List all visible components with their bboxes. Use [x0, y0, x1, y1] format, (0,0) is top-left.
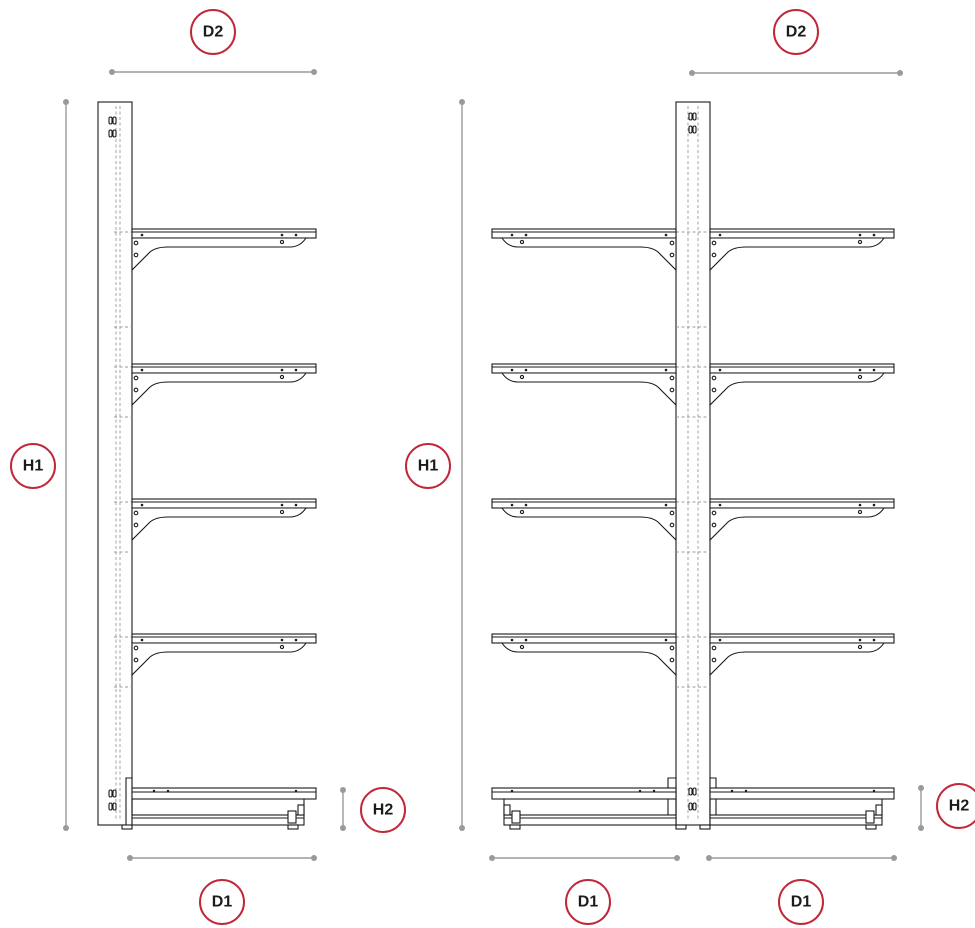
dimension-badge — [405, 443, 451, 489]
upright-hidden-joints — [676, 231, 710, 688]
dimension-badge — [565, 879, 611, 925]
shelf-left — [491, 228, 677, 272]
double-sided-unit: H1 D2 H2 D1 D1 — [405, 9, 975, 925]
upright-slots — [108, 116, 117, 811]
shelf-left — [491, 363, 677, 407]
shelf — [131, 363, 317, 407]
upright-column — [97, 101, 133, 826]
dimension-label-h2: H2 — [949, 798, 970, 815]
dimension-label-h2: H2 — [373, 802, 394, 819]
shelf-right — [709, 498, 895, 542]
upright-slots — [688, 112, 697, 811]
dimension-label-d1-left: D1 — [578, 894, 599, 911]
dimension-label-d2: D2 — [203, 24, 224, 41]
dimension-h1: H1 — [405, 99, 465, 831]
dimension-badge — [199, 879, 245, 925]
dimension-label-h1: H1 — [418, 458, 439, 475]
dimension-d1-right: D1 — [706, 855, 897, 925]
shelf-left — [491, 498, 677, 542]
dimension-badge — [778, 879, 824, 925]
shelf-right — [709, 633, 895, 677]
shelf-right — [709, 363, 895, 407]
dimension-d2: D2 — [689, 9, 903, 76]
single-sided-unit: H1 D2 H2 D1 — [10, 9, 406, 925]
base-unit — [121, 777, 317, 830]
dimension-label-h1: H1 — [23, 458, 44, 475]
shelf — [131, 228, 317, 272]
dimension-h2: H2 — [340, 787, 406, 833]
dimension-label-d2: D2 — [786, 24, 807, 41]
shelf — [131, 498, 317, 542]
dimension-h1: H1 — [10, 99, 69, 831]
dimension-d1-left: D1 — [489, 855, 680, 925]
upright-column — [675, 101, 711, 826]
base-unit-left — [491, 777, 687, 830]
dimension-h2: H2 — [918, 783, 975, 831]
shelf-right — [709, 228, 895, 272]
dimension-badge — [10, 443, 56, 489]
base-unit-right — [699, 777, 895, 830]
dimension-badge — [936, 783, 975, 829]
dimension-badge — [773, 9, 819, 55]
shelf-left — [491, 633, 677, 677]
dimension-d2: D2 — [109, 9, 317, 75]
dimension-badge — [190, 9, 236, 55]
shelf — [131, 633, 317, 677]
dimension-d1: D1 — [127, 855, 317, 925]
dimension-label-d1: D1 — [212, 894, 233, 911]
dimension-badge — [360, 787, 406, 833]
dimension-label-d1-right: D1 — [791, 894, 812, 911]
